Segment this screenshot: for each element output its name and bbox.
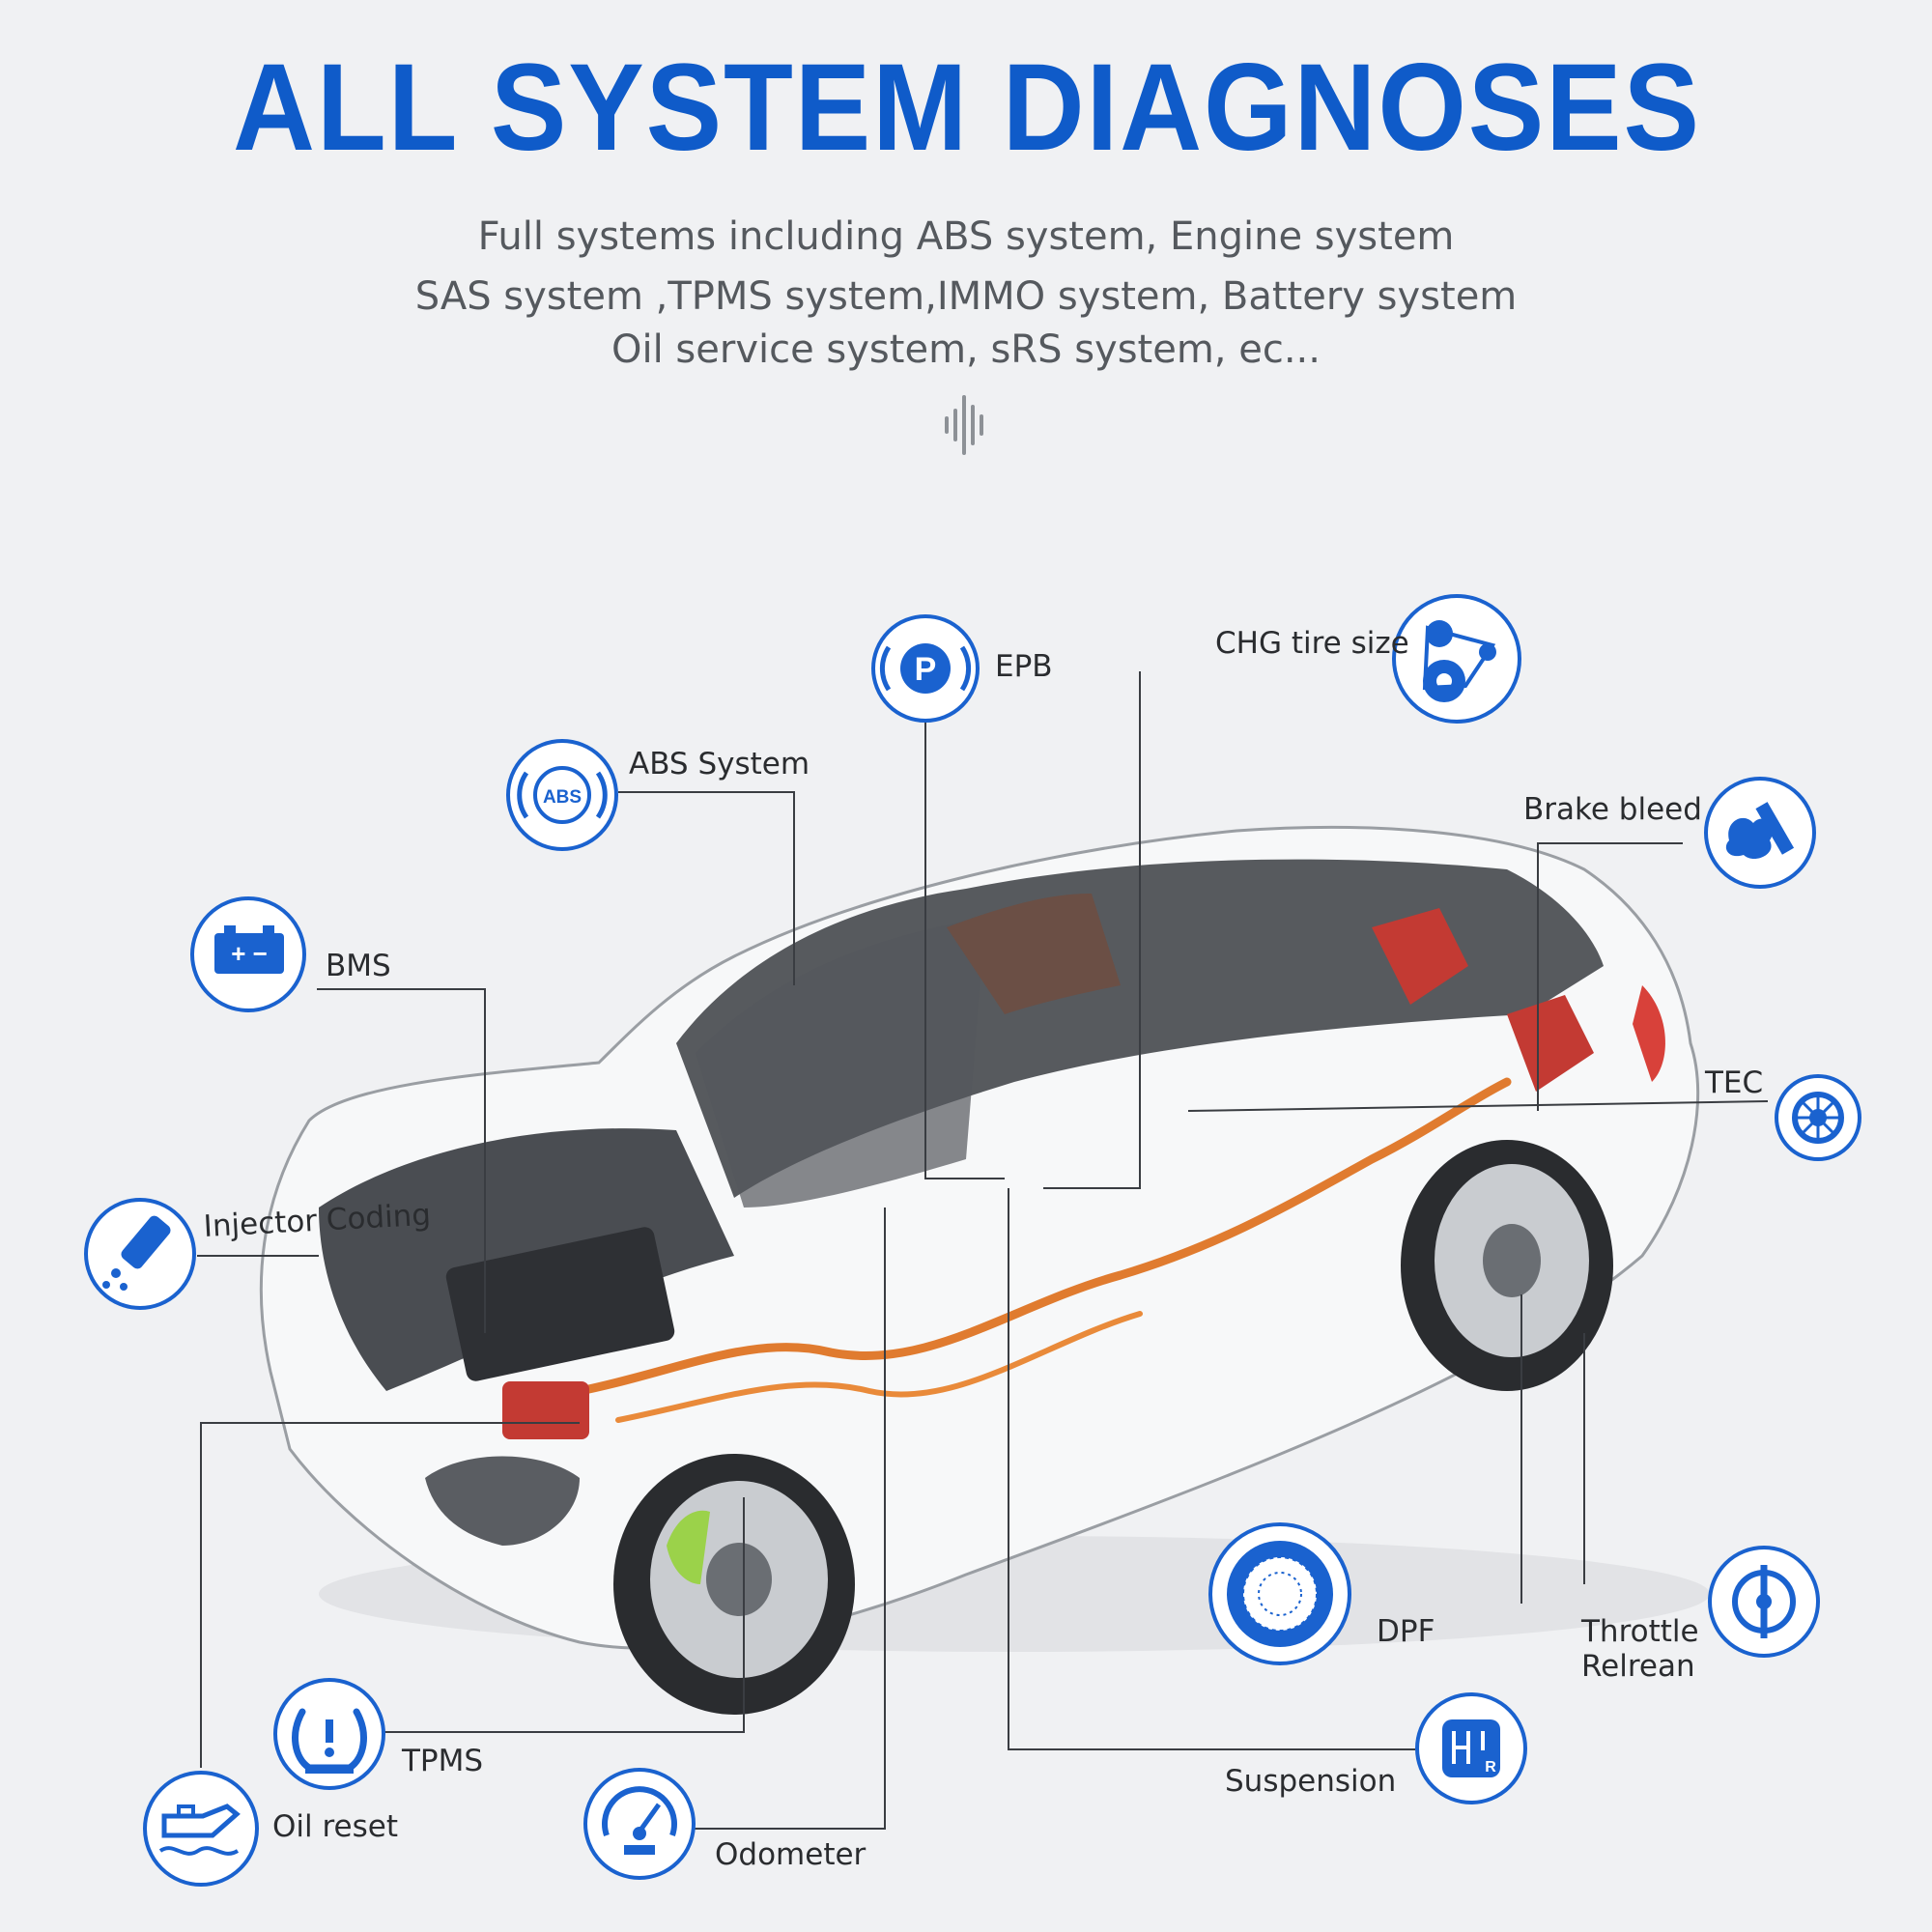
subtitle-line-1: Full systems including ABS system, Engin… [477, 214, 1455, 259]
belt-pulley-icon [1422, 620, 1496, 702]
suspension-icon: R [1442, 1719, 1500, 1777]
parking-brake-icon: P [879, 643, 972, 694]
chg-tire-size-badge [1392, 594, 1521, 724]
epb-badge: P [871, 614, 980, 723]
label-epb: EPB [995, 649, 1053, 684]
tpms-badge [273, 1678, 385, 1790]
injector-coding-badge [84, 1198, 196, 1310]
label-oil-reset: Oil reset [272, 1809, 398, 1844]
odometer-icon [602, 1786, 677, 1855]
sound-wave-divider-icon [945, 395, 983, 455]
dpf-badge [1208, 1522, 1351, 1665]
label-dpf: DPF [1377, 1614, 1435, 1649]
label-tec: TEC [1705, 1065, 1764, 1100]
particulate-filter-icon [1227, 1541, 1333, 1647]
oil-can-icon [158, 1804, 241, 1856]
label-brake-bleed: Brake bleed [1523, 792, 1702, 827]
car-illustration [259, 825, 1710, 1715]
label-chg-tire-size: CHG tire size [1215, 626, 1409, 661]
bms-badge: + − [190, 896, 306, 1012]
label-abs-system: ABS System [629, 747, 810, 781]
suspension-badge: R [1415, 1692, 1527, 1804]
brake-bleed-badge [1704, 777, 1816, 889]
label-odometer: Odometer [715, 1837, 867, 1872]
label-suspension: Suspension [1225, 1764, 1397, 1799]
tire-pressure-icon [292, 1708, 367, 1774]
abs-badge: ABS [506, 739, 618, 851]
subtitle-line-2: SAS system ,TPMS system,IMMO system, Bat… [414, 274, 1518, 319]
svg-text:R: R [1485, 1759, 1496, 1776]
odometer-badge [583, 1768, 696, 1880]
leader-lines [197, 671, 1769, 1830]
battery-icon: + − [214, 925, 284, 974]
brake-bleed-icon [1725, 802, 1795, 860]
label-throttle-relrean: Throttle Relrean [1581, 1614, 1699, 1684]
page-title: ALL SYSTEM DIAGNOSES [233, 39, 1701, 177]
svg-text:ABS: ABS [543, 787, 582, 808]
gear-wheel-icon [1792, 1092, 1844, 1144]
svg-text:P: P [915, 651, 937, 688]
throttle-icon [1732, 1565, 1796, 1638]
tec-badge [1775, 1074, 1861, 1161]
label-tpms: TPMS [402, 1744, 484, 1778]
abs-icon: ABS [517, 766, 608, 824]
subtitle-line-3: Oil service system, sRS system, ec... [611, 327, 1321, 372]
injector-icon [102, 1215, 171, 1291]
label-bms: BMS [326, 949, 391, 983]
oil-reset-badge [143, 1771, 259, 1887]
svg-text:+ −: + − [231, 939, 268, 968]
throttle-badge [1708, 1546, 1820, 1658]
